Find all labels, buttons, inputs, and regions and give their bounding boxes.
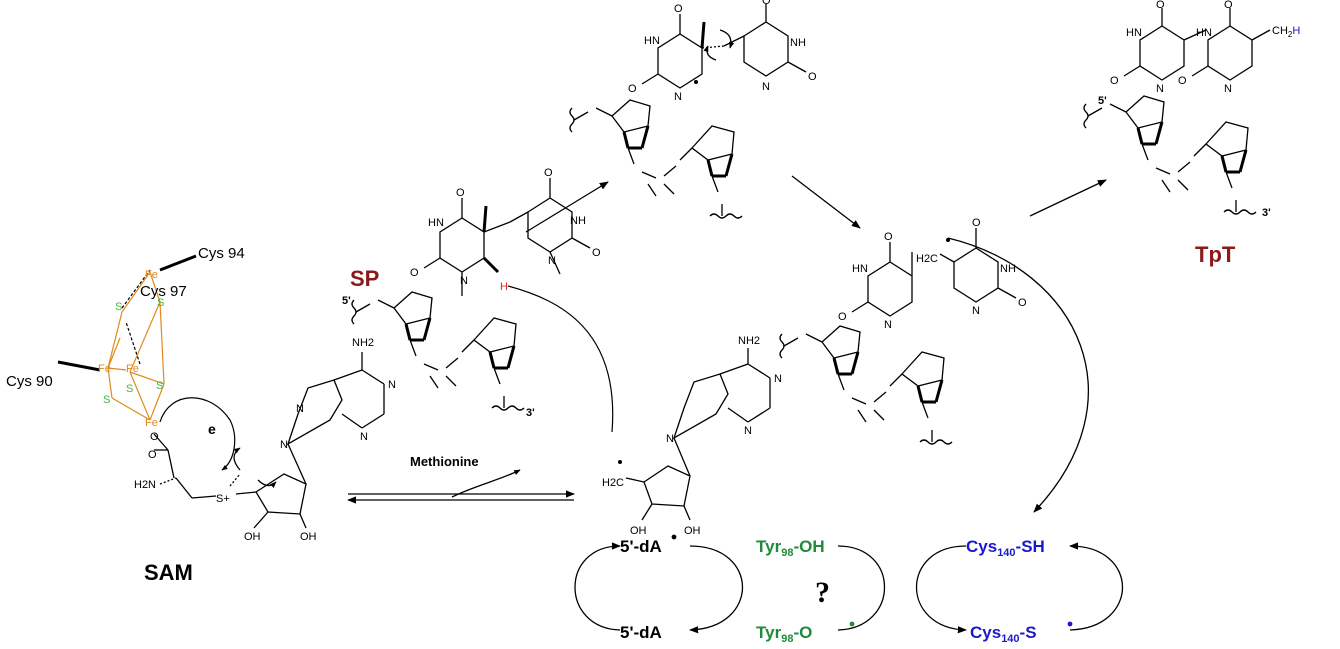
nitrogen-atom: N: [360, 431, 368, 443]
nitrogen-atom: N: [744, 425, 752, 437]
radical-dot: [671, 534, 677, 540]
nitrogen-atom: N: [296, 403, 304, 415]
radical-intermediate-top: O O HN O N NH O N: [568, 0, 817, 220]
oxygen-atom: O: [410, 267, 419, 279]
oxygen-atom: O: [150, 431, 159, 443]
cys90-label: Cys 90: [6, 373, 53, 390]
amine-group: H2N: [134, 479, 156, 491]
three-prime-label: 3': [526, 407, 535, 419]
sulfonium-atom: S+: [216, 493, 230, 505]
radical-dot: [849, 621, 855, 627]
oxygen-atom: O: [972, 217, 981, 229]
hydroxyl-group: OH: [300, 531, 317, 543]
arrow-to-right-intermediate: [791, 175, 861, 229]
thiyl-radical-label: Cys140-S: [970, 623, 1037, 645]
five-prime-label: 5': [342, 295, 351, 307]
amine-group: NH2: [738, 335, 760, 347]
sulfur-atom: S: [157, 297, 164, 309]
imide-group: HN: [644, 35, 660, 47]
methionine-label: Methionine: [410, 454, 479, 469]
tpt-label: TpT: [1195, 242, 1236, 267]
sam-molecule: e O O H2N S+ OH OH: [134, 337, 396, 585]
nitrogen-atom: N: [388, 379, 396, 391]
hydroxyl-group: OH: [630, 525, 647, 537]
arrow-to-tpt: [1029, 179, 1107, 217]
sulfur-atom: S: [115, 301, 122, 313]
iron-atom: Fe: [98, 363, 111, 375]
imide-group: HN: [1126, 27, 1142, 39]
oxygen-atom: O: [1178, 75, 1187, 87]
oxygen-atom: O: [762, 0, 771, 7]
tyrosine-oh-label: Tyr98-OH: [756, 537, 825, 559]
oxygen-atom: O: [1110, 75, 1119, 87]
hydroxyl-group: OH: [244, 531, 261, 543]
three-prime-label: 3': [1262, 207, 1271, 219]
sulfur-atom: S: [103, 394, 110, 406]
nitrogen-atom: N: [774, 373, 782, 385]
imide-group: HN: [1196, 27, 1212, 39]
electron-label: e: [208, 421, 216, 437]
nitrogen-atom: N: [280, 439, 288, 451]
imide-group: NH: [790, 37, 806, 49]
deoxyadenosine-label: 5'-dA: [620, 623, 662, 642]
oxygen-atom: O: [674, 3, 683, 15]
oxygen-atom: O: [1156, 0, 1165, 11]
imide-group: HN: [852, 263, 868, 275]
nitrogen-atom: N: [762, 81, 770, 93]
sulfur-atom: S: [156, 380, 163, 392]
imide-group: HN: [428, 217, 444, 229]
sp-molecule: SP O O HN O N NH O N H 5' 3': [342, 167, 614, 433]
arrow-sp-to-intermediate: [525, 181, 609, 233]
oxygen-atom: O: [628, 83, 637, 95]
cys97-label: Cys 97: [140, 283, 187, 300]
radical-dot: [1067, 621, 1073, 627]
sulfur-atom: S: [126, 383, 133, 395]
nitrogen-atom: N: [1156, 83, 1164, 95]
nitrogen-atom: N: [1224, 83, 1232, 95]
cysteine-sh-label: Cys140-SH: [966, 537, 1045, 559]
oxygen-atom: O: [456, 187, 465, 199]
oxygen-atom: O: [148, 449, 157, 461]
deoxyadenosyl-radical-label: 5'-dA: [620, 537, 662, 556]
tpt-molecule: O O HN HN O O N N CH2H 5' 3' TpT: [1082, 0, 1300, 267]
deoxyadenosyl-radical: H2C OH OH NH2 N N N: [602, 335, 782, 537]
hydrogen-atom: H: [500, 281, 508, 293]
question-mark: ?: [815, 576, 830, 609]
imide-group: NH: [570, 215, 586, 227]
oxygen-atom: O: [544, 167, 553, 179]
nitrogen-atom: N: [548, 255, 556, 267]
oxygen-atom: O: [838, 311, 847, 323]
amine-group: NH2: [352, 337, 374, 349]
tyrosyl-radical-label: Tyr98-O: [756, 623, 812, 645]
methyl-group: CH2H: [1272, 25, 1300, 39]
imide-group: NH: [1000, 263, 1016, 275]
methylene-radical: H2C: [602, 477, 624, 489]
oxygen-atom: O: [884, 231, 893, 243]
nitrogen-atom: N: [666, 433, 674, 445]
catalytic-cycle: [574, 542, 1123, 634]
iron-atom: Fe: [145, 417, 158, 429]
oxygen-atom: O: [592, 247, 601, 259]
iron-sulfur-cluster: S Fe Fe Fe Fe S S S S Cys 90 Cys 94 Cys …: [6, 245, 245, 429]
sp-label: SP: [350, 266, 379, 291]
nitrogen-atom: N: [460, 275, 468, 287]
oxygen-atom: O: [1224, 0, 1233, 11]
iron-atom: Fe: [126, 363, 139, 375]
radical-intermediate-right: O O HN O N H2C NH O N: [778, 217, 1027, 446]
iron-atom: Fe: [145, 269, 158, 281]
cys94-label: Cys 94: [198, 245, 245, 262]
oxygen-atom: O: [1018, 297, 1027, 309]
oxygen-atom: O: [808, 71, 817, 83]
nitrogen-atom: N: [674, 91, 682, 103]
methylene-radical: H2C: [916, 253, 938, 265]
five-prime-label: 5': [1098, 95, 1107, 107]
nitrogen-atom: N: [884, 319, 892, 331]
hydroxyl-group: OH: [684, 525, 701, 537]
reaction-arrows: [347, 175, 1107, 513]
sam-label: SAM: [144, 560, 193, 585]
nitrogen-atom: N: [972, 305, 980, 317]
